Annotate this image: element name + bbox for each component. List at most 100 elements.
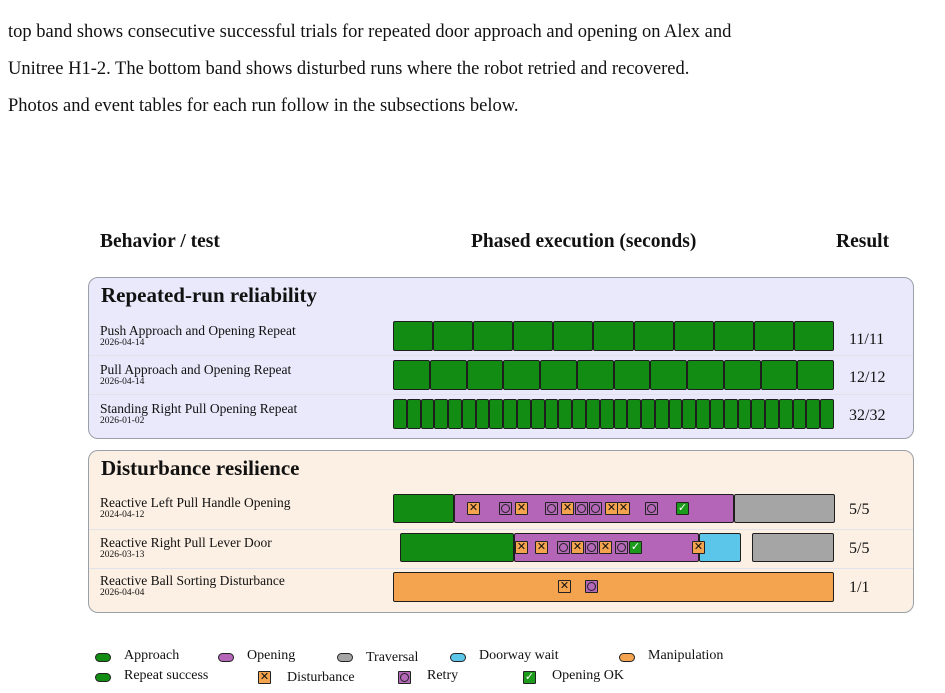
repeat-success-block bbox=[513, 321, 554, 351]
retry-circle-icon bbox=[615, 541, 628, 554]
repeat-success-block bbox=[753, 321, 794, 351]
repeat-success-block bbox=[751, 399, 766, 429]
row-name: Reactive Left Pull Handle Opening bbox=[100, 495, 291, 510]
phase-traversal bbox=[734, 494, 835, 523]
legend-label: Opening bbox=[247, 648, 296, 663]
repeat-success-block bbox=[393, 321, 434, 351]
repeat-success-block bbox=[585, 399, 600, 429]
phase-approach bbox=[393, 494, 454, 523]
repeat-success-block bbox=[593, 321, 634, 351]
caption-line-3: Photos and event tables for each run fol… bbox=[8, 96, 519, 116]
repeat-success-block bbox=[709, 399, 724, 429]
row-name: Reactive Right Pull Lever Door bbox=[100, 535, 272, 550]
row-separator bbox=[89, 568, 913, 569]
row-name: Standing Right Pull Opening Repeat bbox=[100, 401, 298, 416]
x-box-icon: ✕ bbox=[467, 502, 480, 515]
row-result-push-repeat: 11/11 bbox=[849, 331, 885, 348]
repeat-success-block bbox=[434, 399, 449, 429]
repeat-success-block bbox=[503, 360, 540, 390]
legend-swatch-traversal bbox=[337, 653, 353, 662]
repeat-success-block bbox=[517, 399, 531, 429]
x-box-icon: ✕ bbox=[515, 502, 528, 515]
checkmark-icon: ✓ bbox=[676, 502, 689, 515]
band-disturbance-resilience: Disturbance resilience Reactive Left Pul… bbox=[88, 450, 914, 613]
row-result-standing-repeat: 32/32 bbox=[849, 407, 886, 424]
legend-label: Repeat success bbox=[124, 668, 209, 683]
repeat-success-block bbox=[820, 399, 834, 429]
repeat-success-block bbox=[576, 360, 614, 390]
repeat-success-block bbox=[540, 360, 577, 390]
row-result-ball-sorting: 1/1 bbox=[849, 579, 870, 596]
x-box-icon: ✕ bbox=[558, 580, 571, 593]
repeat-success-block bbox=[765, 399, 779, 429]
retry-circle-icon bbox=[575, 502, 588, 515]
header-result: Result bbox=[836, 231, 890, 252]
repeat-success-block bbox=[673, 321, 714, 351]
repeat-success-block bbox=[393, 360, 430, 390]
phase-doorway-wait bbox=[699, 533, 741, 562]
row-separator bbox=[89, 355, 913, 356]
row-name: Reactive Ball Sorting Disturbance bbox=[100, 573, 285, 588]
retry-circle-icon bbox=[645, 502, 658, 515]
row-result-pull-repeat: 12/12 bbox=[849, 369, 886, 386]
repeat-success-block bbox=[713, 321, 754, 351]
row-result-reactive-right: 5/5 bbox=[849, 540, 870, 557]
x-box-icon: ✕ bbox=[692, 541, 705, 554]
retry-circle-icon bbox=[589, 502, 602, 515]
repeat-success-block bbox=[406, 399, 421, 429]
repeat-success-block bbox=[696, 399, 710, 429]
legend-swatch-approach bbox=[95, 653, 111, 662]
phase-traversal bbox=[752, 533, 834, 562]
repeat-success-block bbox=[530, 399, 545, 429]
x-box-icon: ✕ bbox=[561, 502, 574, 515]
repeat-success-block bbox=[723, 399, 738, 429]
x-box-icon: ✕ bbox=[258, 671, 271, 684]
band-repeated-run-reliability: Repeated-run reliability Push Approach a… bbox=[88, 277, 914, 439]
repeat-success-block bbox=[473, 321, 514, 351]
legend-swatch-doorway-wait bbox=[450, 653, 466, 662]
row-date: 2026-01-02 bbox=[100, 416, 145, 426]
repeat-success-block bbox=[613, 399, 628, 429]
retry-circle-icon bbox=[545, 502, 558, 515]
row-name: Pull Approach and Opening Repeat bbox=[100, 362, 292, 377]
repeat-success-block bbox=[650, 360, 687, 390]
row-label-standing-repeat: Standing Right Pull Opening Repeat 2026-… bbox=[100, 401, 298, 427]
repeat-success-block bbox=[429, 360, 467, 390]
row-label-pull-repeat: Pull Approach and Opening Repeat 2026-04… bbox=[100, 362, 292, 388]
legend-label: Manipulation bbox=[648, 648, 724, 663]
row-separator bbox=[89, 394, 913, 395]
repeat-success-block bbox=[792, 399, 807, 429]
legend-label: Opening OK bbox=[552, 668, 624, 683]
row-date: 2026-04-14 bbox=[100, 338, 145, 348]
row-label-reactive-left: Reactive Left Pull Handle Opening 2024-0… bbox=[100, 495, 291, 521]
row-label-push-repeat: Push Approach and Opening Repeat 2026-04… bbox=[100, 324, 296, 349]
repeat-success-block bbox=[475, 399, 490, 429]
header-behavior: Behavior / test bbox=[100, 231, 220, 252]
legend-swatch-opening bbox=[218, 653, 234, 662]
band-title-reliability: Repeated-run reliability bbox=[101, 283, 318, 307]
retry-circle-icon bbox=[398, 671, 411, 684]
repeat-success-block bbox=[393, 399, 407, 429]
repeat-success-block bbox=[466, 360, 504, 390]
repeat-success-block bbox=[682, 399, 697, 429]
x-box-icon: ✕ bbox=[617, 502, 630, 515]
repeat-success-block bbox=[641, 399, 655, 429]
row-label-reactive-right: Reactive Right Pull Lever Door 2026-03-1… bbox=[100, 535, 272, 561]
repeat-success-block bbox=[544, 399, 559, 429]
legend-label: Disturbance bbox=[287, 670, 355, 685]
phase-manipulation bbox=[393, 572, 834, 602]
caption-line-1: top band shows consecutive successful tr… bbox=[8, 22, 732, 42]
repeat-success-block bbox=[572, 399, 586, 429]
row-separator bbox=[89, 529, 913, 530]
checkmark-icon: ✓ bbox=[523, 671, 536, 684]
repeat-success-block bbox=[723, 360, 761, 390]
repeat-success-block bbox=[668, 399, 683, 429]
repeat-success-block bbox=[806, 399, 821, 429]
legend-swatch-manipulation bbox=[619, 653, 635, 662]
x-box-icon: ✕ bbox=[535, 541, 548, 554]
repeat-success-block bbox=[627, 399, 642, 429]
repeat-success-block bbox=[687, 360, 724, 390]
row-result-reactive-left: 5/5 bbox=[849, 501, 870, 518]
repeat-success-block bbox=[553, 321, 594, 351]
checkmark-icon: ✓ bbox=[629, 541, 642, 554]
